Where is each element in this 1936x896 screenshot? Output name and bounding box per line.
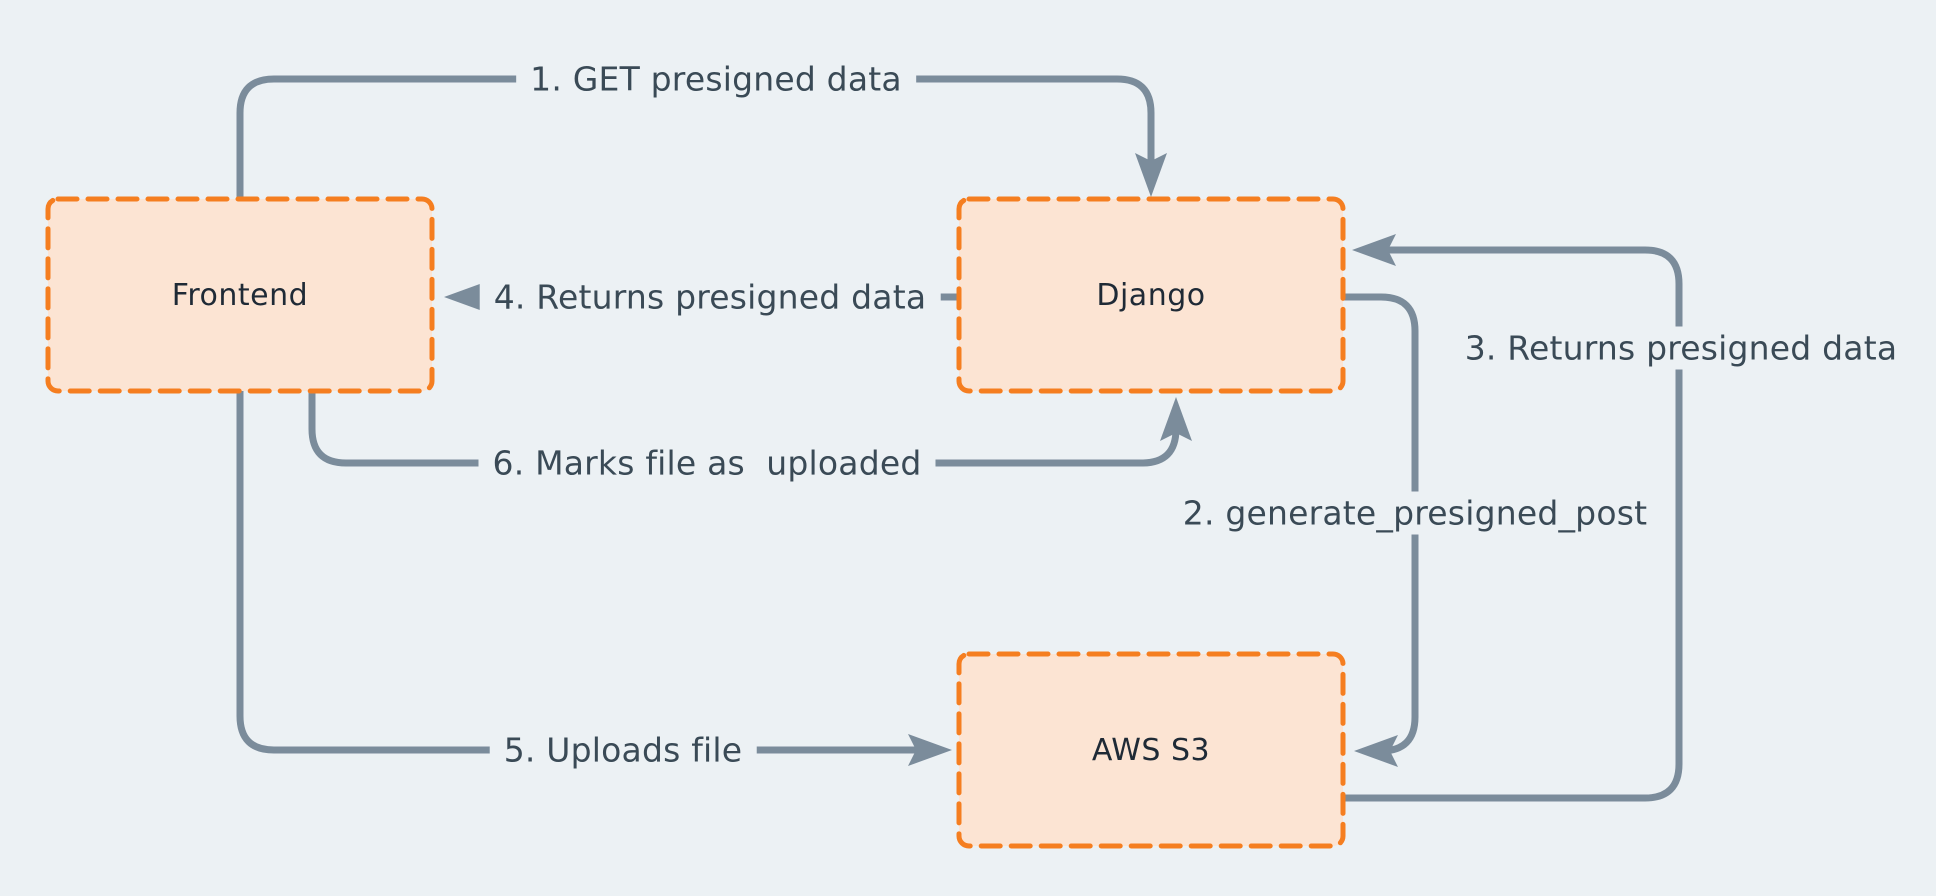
node-django-box	[956, 196, 1346, 394]
edge-step5-line	[236, 387, 918, 754]
edge-step2-line	[1339, 293, 1419, 755]
node-frontend-box	[45, 196, 435, 394]
arrow-left-icon	[1352, 234, 1396, 266]
node-aws-s3-box	[956, 651, 1346, 849]
arrow-left-icon	[444, 281, 488, 313]
arrow-left-icon	[1354, 735, 1398, 767]
edge-step6-line	[308, 387, 1180, 467]
arrow-right-icon	[908, 734, 952, 766]
edge-step1-line	[236, 75, 1155, 203]
arrow-up-icon	[1160, 397, 1192, 441]
arrow-down-icon	[1135, 153, 1167, 197]
edge-step3-line	[1339, 246, 1683, 802]
